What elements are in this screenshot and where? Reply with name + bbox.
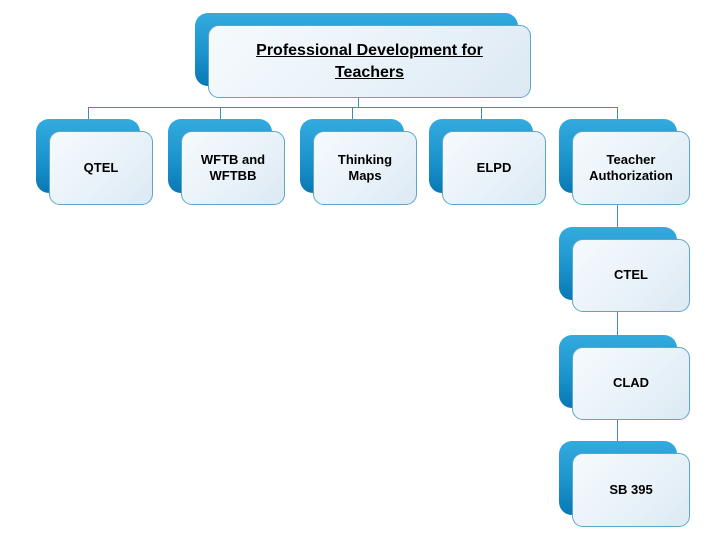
connector-drop-teacher-authorization [617,108,618,120]
node-clad: CLAD [559,335,690,420]
node-ctel: CTEL [559,227,690,312]
connector-clad-sb395 [617,420,618,442]
node-elpd: ELPD [429,119,546,205]
connector-drop-thinking-maps [352,108,353,120]
connector-drop-wftb [220,108,221,120]
connector-drop-qtel [88,108,89,120]
node-label: CTEL [572,239,690,312]
connector-drop-elpd [481,108,482,120]
node-label: Teacher Authorization [572,131,690,205]
node-professional-development-title: Professional Development for Teachers [195,13,531,98]
node-qtel: QTEL [36,119,153,205]
connector-horizontal-rail [88,107,618,108]
connector-ctel-clad [617,312,618,336]
node-label: CLAD [572,347,690,420]
node-label: WFTB and WFTBB [181,131,285,205]
node-label: SB 395 [572,453,690,527]
connector-teacher-authorization-ctel [617,205,618,228]
node-sb-395: SB 395 [559,441,690,527]
connector-title-drop [358,98,359,108]
node-label: Professional Development for Teachers [208,25,531,98]
node-teacher-authorization: Teacher Authorization [559,119,690,205]
node-label: QTEL [49,131,153,205]
node-wftb-wftbb: WFTB and WFTBB [168,119,285,205]
node-label: Thinking Maps [313,131,417,205]
node-thinking-maps: Thinking Maps [300,119,417,205]
node-label: ELPD [442,131,546,205]
